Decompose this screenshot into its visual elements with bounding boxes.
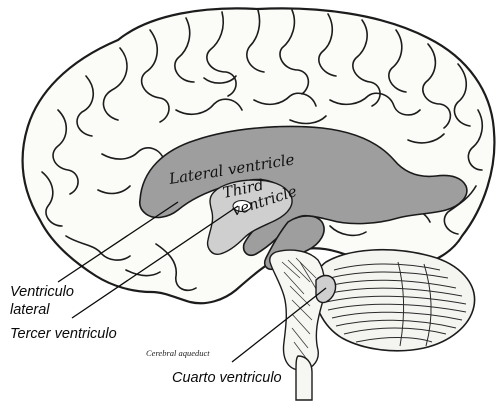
cerebellum [314, 250, 475, 351]
label-tercer-ventriculo: Tercer ventriculo [10, 326, 117, 342]
label-cuarto-ventriculo: Cuarto ventriculo [172, 370, 282, 386]
label-cerebral-aqueduct: Cerebral aqueduct [146, 348, 210, 358]
label-ventriculo-lateral-2: lateral [10, 302, 50, 318]
label-ventriculo-lateral-1: Ventriculo [10, 284, 74, 300]
spinal-cord [296, 356, 312, 400]
